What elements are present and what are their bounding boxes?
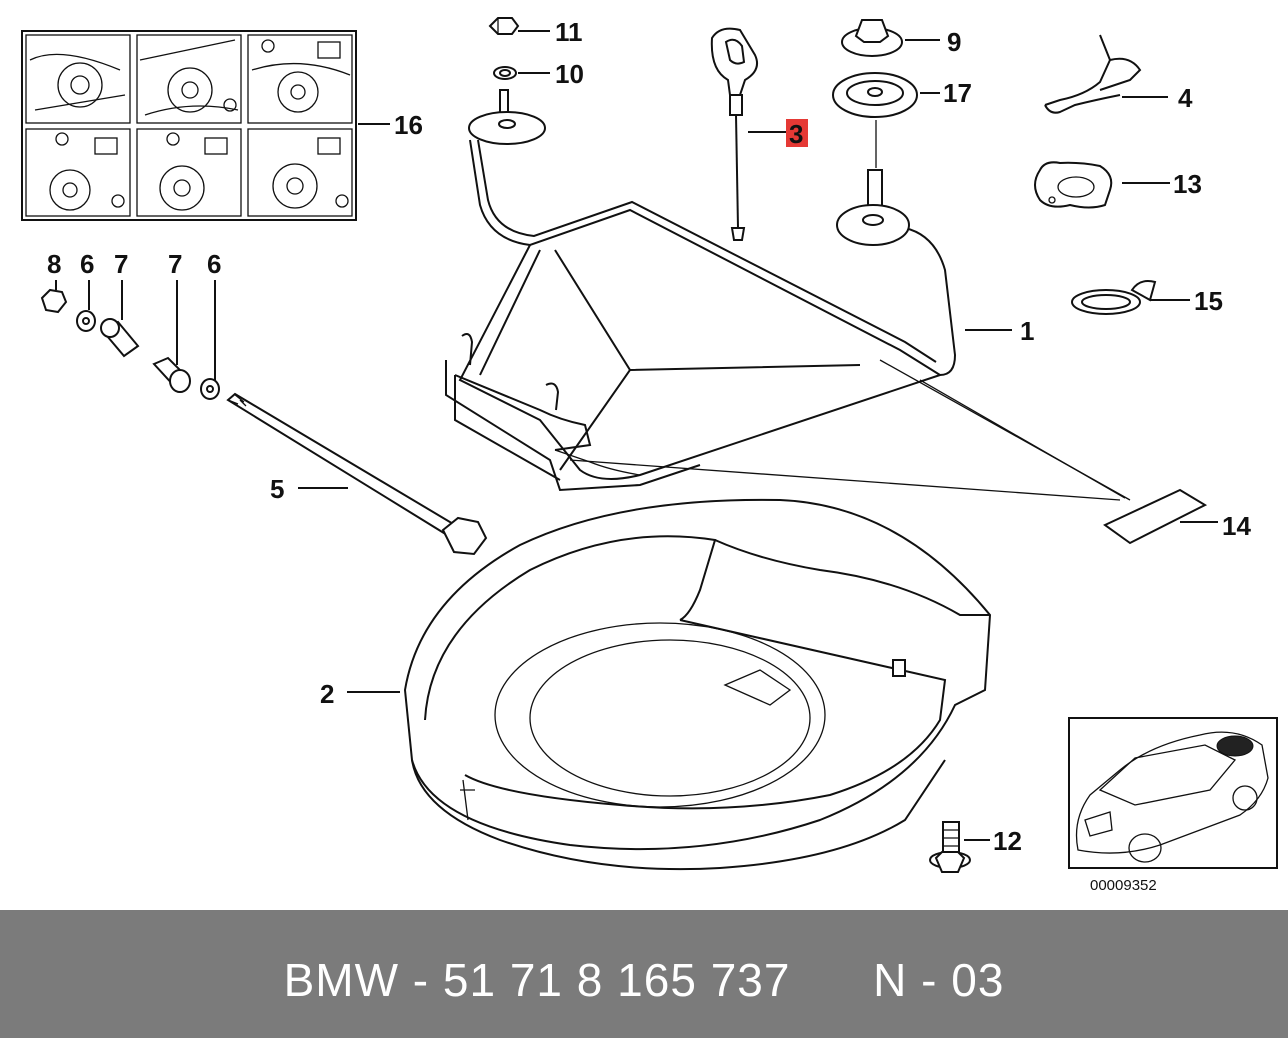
ring-15 <box>1071 280 1190 315</box>
support-bracket <box>445 139 1012 492</box>
callout-12[interactable]: 12 <box>993 826 1022 856</box>
brand-label: BMW <box>283 954 400 1006</box>
top-mount <box>468 17 550 145</box>
wheel-well-2 <box>347 498 992 871</box>
diagram-svg: 00009352 1 2 3 4 5 6 6 7 7 8 9 10 11 12 … <box>21 17 1278 894</box>
long-bolt <box>226 392 488 556</box>
part-number: 51 71 8 165 737 <box>442 954 791 1006</box>
installation-thumbnails <box>21 30 390 221</box>
callout-7a[interactable]: 7 <box>114 249 128 279</box>
handle-3 <box>710 27 786 241</box>
callout-17[interactable]: 17 <box>943 78 972 108</box>
callout-4[interactable]: 4 <box>1178 83 1193 113</box>
parts-diagram: 00009352 1 2 3 4 5 6 6 7 7 8 9 10 11 12 … <box>21 17 1278 894</box>
footer-bar: BMW - 51 71 8 165 737 N - 03 <box>0 910 1288 1038</box>
callout-1[interactable]: 1 <box>1020 316 1034 346</box>
callout-11[interactable]: 11 <box>555 17 583 47</box>
label-14 <box>569 359 1218 545</box>
mounting-hardware <box>40 280 220 400</box>
gasket-13 <box>1034 161 1170 209</box>
vehicle-locator <box>1068 717 1278 869</box>
callout-9[interactable]: 9 <box>947 27 961 57</box>
footer-caption: BMW - 51 71 8 165 737 N - 03 <box>283 954 1005 1006</box>
drawing-number: 00009352 <box>1090 877 1157 894</box>
callout-15[interactable]: 15 <box>1194 286 1223 316</box>
callout-6b[interactable]: 6 <box>207 249 221 279</box>
callout-6a[interactable]: 6 <box>80 249 94 279</box>
callout-8[interactable]: 8 <box>47 249 61 279</box>
callout-3[interactable]: 3 <box>789 119 803 149</box>
bolt-12 <box>929 821 990 873</box>
callout-13[interactable]: 13 <box>1173 169 1202 199</box>
callout-16[interactable]: 16 <box>394 110 423 140</box>
callout-2[interactable]: 2 <box>320 679 334 709</box>
nut-8 <box>40 288 68 314</box>
bracket-4 <box>1044 34 1168 114</box>
highlight-box <box>786 119 808 147</box>
callout-5[interactable]: 5 <box>270 474 284 504</box>
diagram-code: N - 03 <box>873 954 1005 1006</box>
mount-assembly <box>832 19 940 246</box>
callout-10[interactable]: 10 <box>555 59 584 89</box>
callout-14[interactable]: 14 <box>1222 511 1251 541</box>
callout-7b[interactable]: 7 <box>168 249 182 279</box>
